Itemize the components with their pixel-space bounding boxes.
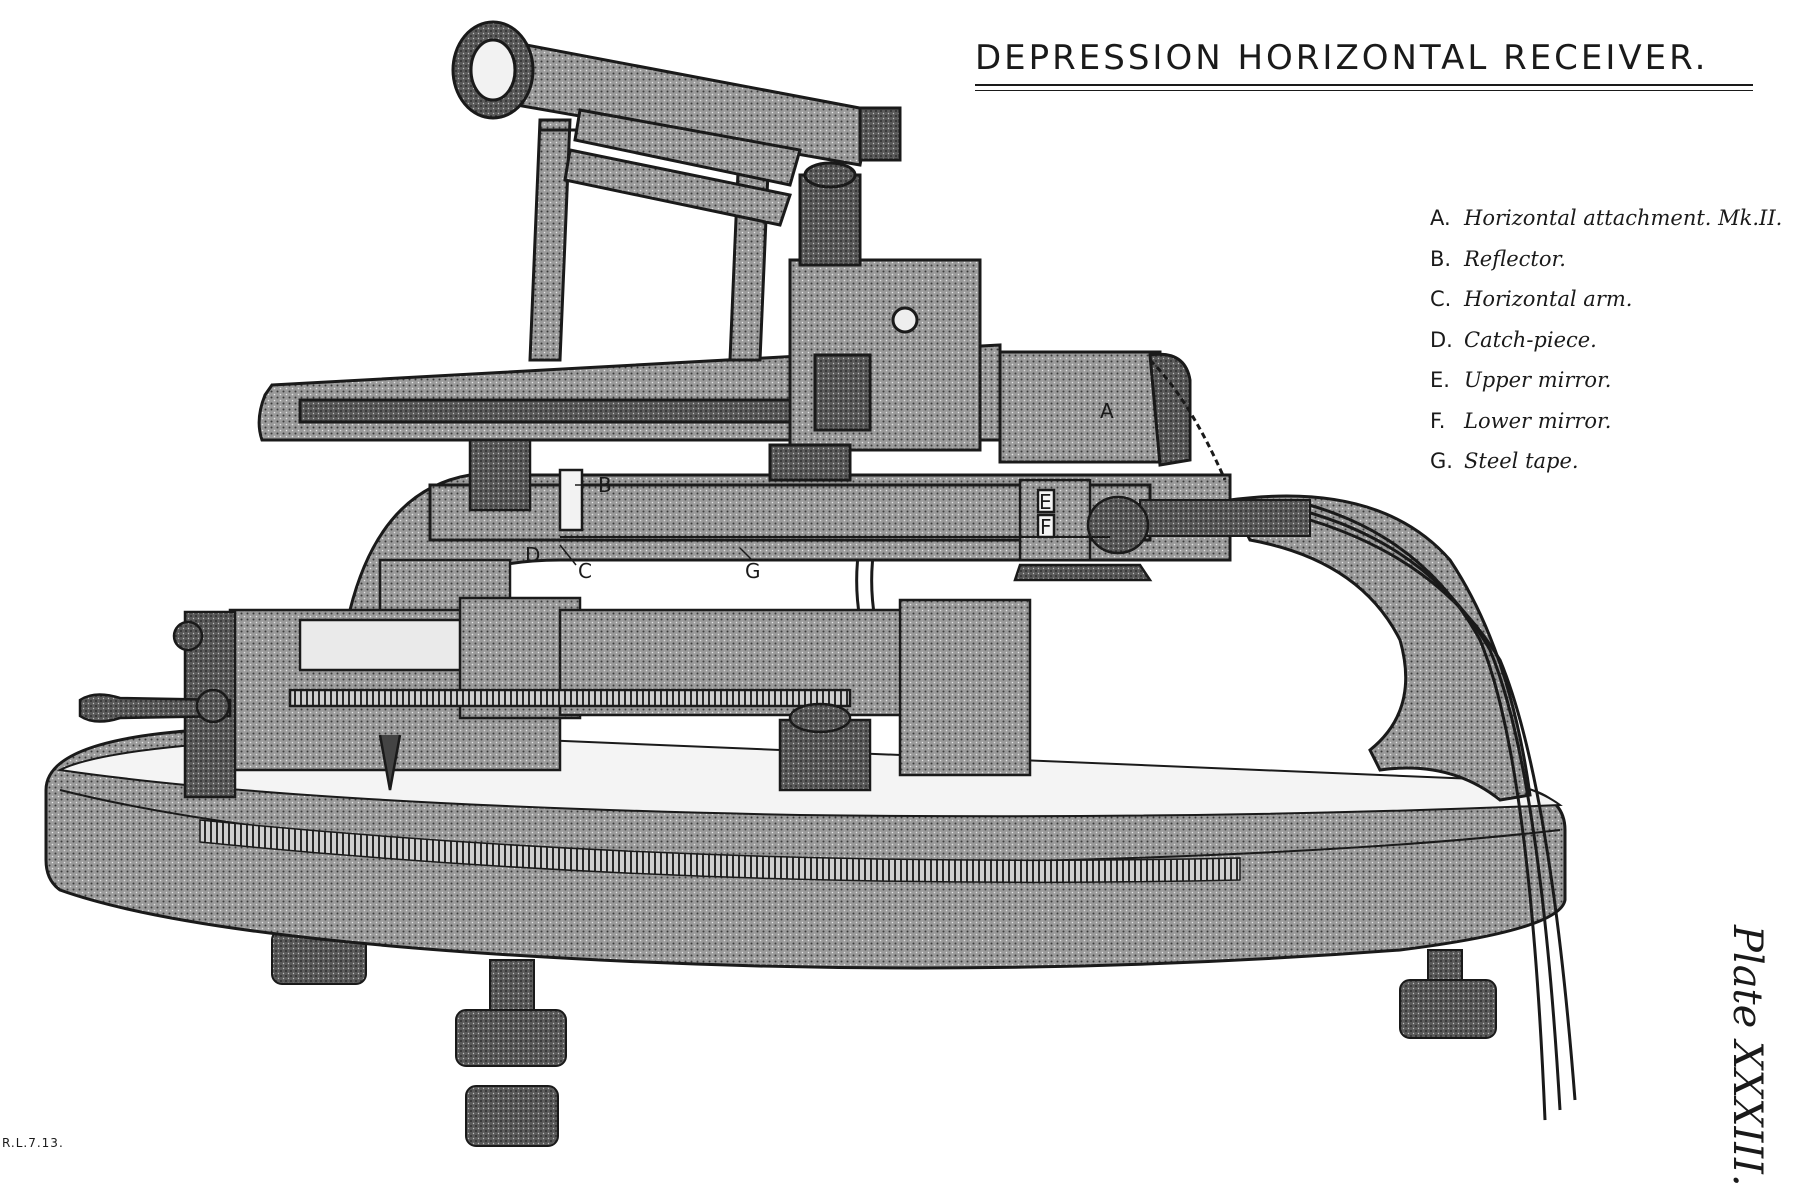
callout-b: B — [598, 473, 612, 497]
lead-screw — [288, 688, 852, 708]
legend-item-d: D. Catch-piece. — [1430, 328, 1782, 369]
legend-letter: G. — [1430, 449, 1453, 473]
legend-text: Reflector. — [1464, 246, 1566, 271]
attachment-box — [998, 350, 1162, 464]
plate-number: Plate XXXIII. — [1724, 925, 1770, 1187]
title-underline — [975, 84, 1753, 86]
legend-item-e: E. Upper mirror. — [1430, 368, 1782, 409]
callout-e: E — [1039, 490, 1052, 514]
chain — [1148, 358, 1227, 481]
foot-front-lower — [465, 1085, 559, 1147]
legend-letter: C. — [1430, 287, 1452, 311]
legend-letter: B. — [1430, 246, 1452, 271]
callouts: A B C D E F G — [525, 399, 1114, 583]
legend-letter: E. — [1430, 368, 1450, 392]
legend-item-f: F. Lower mirror. — [1430, 409, 1782, 450]
legend-item-a: A. Horizontal attachment. Mk.II. — [1430, 206, 1782, 247]
top-plate — [257, 343, 1227, 481]
legend-text: Horizontal attachment. Mk.II. — [1464, 206, 1783, 230]
legend-text: Upper mirror. — [1464, 368, 1612, 392]
drawing-reference: R.L.7.13. — [2, 1136, 64, 1150]
legend-letter: D. — [1430, 327, 1453, 352]
slide-assembly — [78, 558, 1032, 799]
callout-g: G — [745, 559, 761, 583]
parts-legend: A. Horizontal attachment. Mk.II. B. Reflec… — [1430, 206, 1782, 490]
legend-item-g: G. Steel tape. — [1430, 449, 1782, 490]
telescope — [451, 20, 902, 227]
plate-title: DEPRESSION HORIZONTAL RECEIVER. — [975, 38, 1709, 78]
pillar — [528, 118, 982, 482]
foot-front-upper — [455, 1009, 567, 1067]
rack-teeth — [199, 819, 1241, 884]
legend-text: Catch-piece. — [1464, 327, 1597, 352]
legend-text: Steel tape. — [1464, 449, 1579, 473]
cable-bundle — [855, 498, 1577, 1121]
crank-handle — [78, 693, 232, 723]
callout-d: D — [525, 543, 540, 567]
curved-bracket — [1227, 494, 1532, 802]
callout-f: F — [1040, 515, 1052, 539]
legend-item-c: C. Horizontal arm. — [1430, 287, 1782, 328]
foot-right — [1399, 979, 1497, 1039]
levelling-feet — [271, 929, 1497, 1147]
legend-letter: F. — [1430, 408, 1446, 433]
legend-item-b: B. Reflector. — [1430, 247, 1782, 288]
arm-extension — [1139, 499, 1311, 537]
legend-text: Horizontal arm. — [1464, 287, 1633, 311]
callout-a: A — [1100, 399, 1114, 423]
mirror-bracket — [468, 438, 1153, 582]
legend-text: Lower mirror. — [1464, 408, 1612, 433]
legend-letter: A. — [1430, 206, 1451, 230]
callout-c: C — [578, 559, 592, 583]
title-underline-thin — [975, 90, 1753, 91]
